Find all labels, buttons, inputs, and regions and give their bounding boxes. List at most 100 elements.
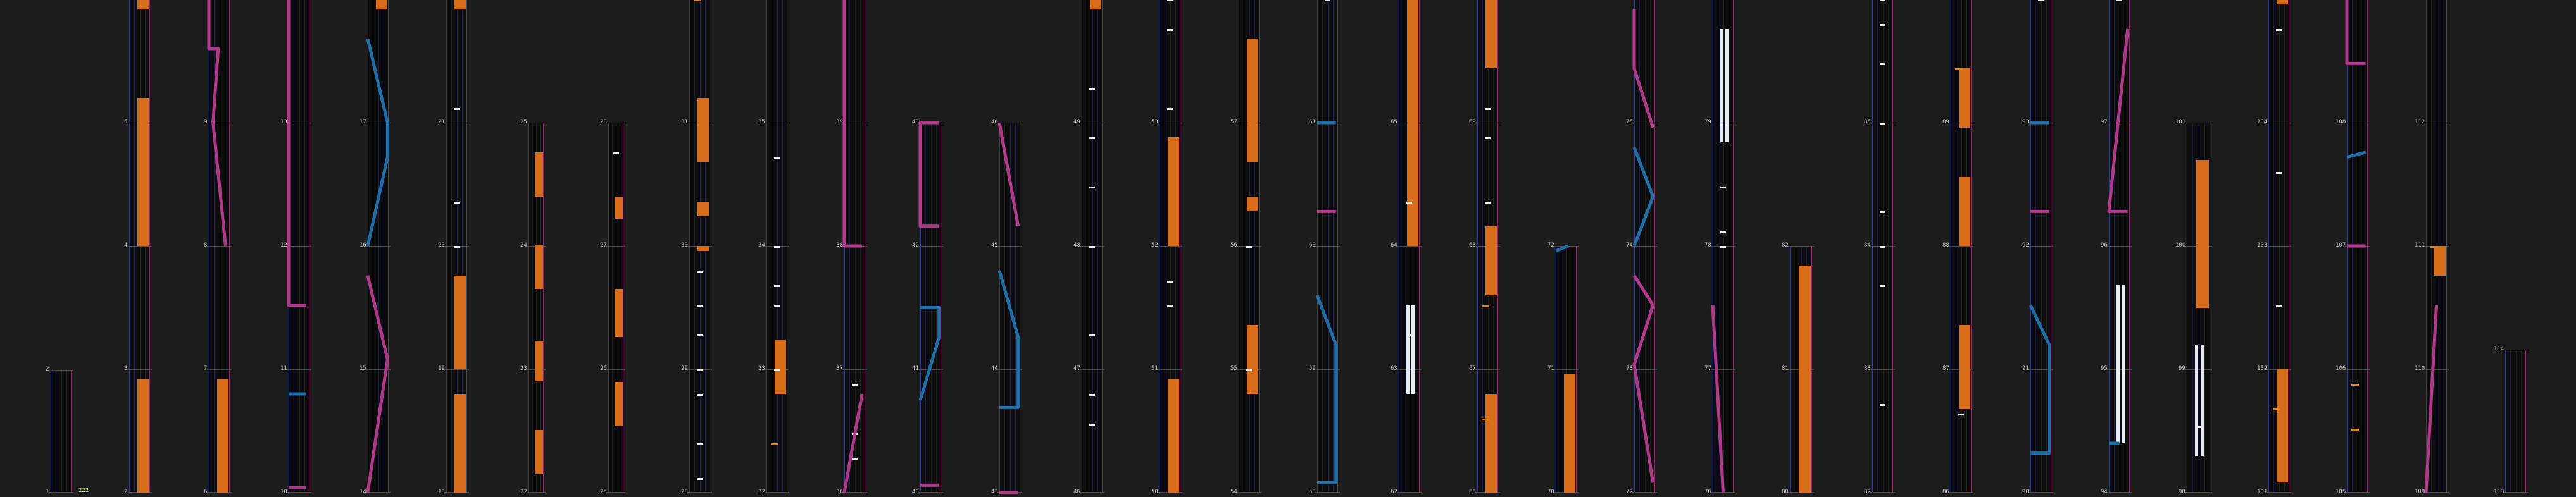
activity-block (1168, 379, 1179, 493)
activity-block (1090, 0, 1101, 9)
activity-block (535, 245, 543, 289)
segment-separator (2029, 246, 2053, 247)
segment-separator (2424, 492, 2449, 493)
event-tick (1167, 305, 1173, 307)
segment-label: 78 (1704, 242, 1711, 248)
segment-separator (49, 370, 73, 371)
trace-layer (1315, 121, 1338, 484)
segment-label: 7 (204, 365, 208, 372)
segment-label: 20 (438, 242, 445, 248)
segment-label: 90 (2022, 489, 2029, 495)
segment-label: 32 (681, 0, 688, 2)
segment-label: 18 (438, 489, 445, 495)
event-tick (1246, 369, 1252, 371)
segment-label: 6 (204, 489, 208, 495)
segment-separator (1870, 492, 1895, 493)
segment-label: 74 (1626, 242, 1633, 248)
segment-label: 103 (2257, 242, 2268, 248)
activity-block (535, 341, 543, 381)
segment-label: 26 (600, 365, 607, 372)
segment-label: 101 (2175, 119, 2186, 125)
segment-separator (1237, 492, 1261, 493)
activity-block (615, 289, 623, 337)
event-tick (1485, 108, 1491, 110)
segment-label: 34 (758, 242, 765, 248)
segment-label: 18 (360, 0, 366, 2)
segment-separator (366, 369, 391, 370)
segment-separator (1554, 369, 1579, 370)
lane-c17 (1397, 0, 1422, 493)
segment-separator (2424, 369, 2449, 370)
segment-separator (127, 369, 152, 370)
segment-label: 97 (2101, 119, 2108, 125)
event-tick (1880, 211, 1885, 213)
segment-label: 88 (1942, 242, 1949, 248)
event-tick (852, 458, 858, 460)
activity-block (137, 0, 149, 9)
segment-separator (1315, 246, 1340, 247)
segment-label: 36 (758, 0, 765, 2)
segment-label: 80 (1782, 489, 1789, 495)
segment-label: 114 (2494, 346, 2504, 352)
activity-block (1564, 374, 1575, 493)
event-tick (1167, 29, 1173, 31)
activity-block (2434, 246, 2446, 276)
segment-label: 38 (836, 242, 843, 248)
segment-label: 83 (1864, 365, 1871, 372)
segment-label: 28 (681, 489, 688, 495)
segment-separator (1397, 492, 1422, 493)
event-tick (1720, 187, 1726, 188)
segment-separator (287, 246, 311, 247)
event-tick-orange (2430, 246, 2438, 248)
lane-c30 (2424, 0, 2449, 493)
event-tick (1880, 285, 1885, 287)
activity-block (1247, 39, 1258, 162)
segment-separator (2029, 369, 2053, 370)
segment-label: 14 (360, 489, 366, 495)
footer-value: 222 (78, 488, 89, 494)
lane-c10 (842, 0, 867, 493)
segment-label: 82 (1864, 489, 1871, 495)
white-bar (1720, 29, 1723, 142)
lane-edge-right (543, 123, 544, 493)
lane-gridline (540, 123, 541, 493)
segment-label: 48 (1073, 242, 1080, 248)
activity-block (454, 0, 466, 9)
event-tick (1167, 0, 1173, 1)
lane-gridline (1015, 123, 1016, 493)
lane-c2 (207, 0, 232, 493)
white-bar (2195, 345, 2198, 456)
segment-label: 50 (1073, 0, 1080, 2)
segment-label: 22 (520, 489, 527, 495)
activity-block (1168, 137, 1179, 246)
event-tick (774, 305, 780, 307)
segment-label: 111 (2415, 242, 2425, 248)
lane-edge-left (608, 123, 609, 493)
segment-label: 1 (46, 489, 49, 495)
event-tick (1880, 63, 1885, 65)
segment-label: 85 (1864, 119, 1871, 125)
lane-c3 (287, 0, 311, 493)
lane-gridline (2521, 350, 2522, 493)
magenta-trace (842, 393, 864, 493)
segment-label: 19 (438, 365, 445, 372)
activity-block (2277, 0, 2288, 4)
trace-layer (287, 0, 307, 489)
event-tick (774, 369, 780, 371)
segment-label: 32 (758, 489, 765, 495)
segment-label: 73 (1626, 365, 1633, 372)
blue-trace (918, 306, 941, 401)
segment-label: 61 (1309, 119, 1316, 125)
segment-label: 10 (280, 489, 287, 495)
lane-gridline (61, 370, 62, 493)
lane-c21 (1711, 0, 1735, 493)
segment-label: 50 (1151, 489, 1158, 495)
segment-label: 67 (1469, 365, 1476, 372)
white-bar (2201, 345, 2204, 456)
segment-separator (997, 369, 1022, 370)
segment-label: 86 (1942, 489, 1949, 495)
event-tick-orange (694, 0, 701, 1)
segment-label: 59 (1309, 365, 1316, 372)
segment-label: 109 (2415, 489, 2425, 495)
segment-label: 24 (520, 242, 527, 248)
